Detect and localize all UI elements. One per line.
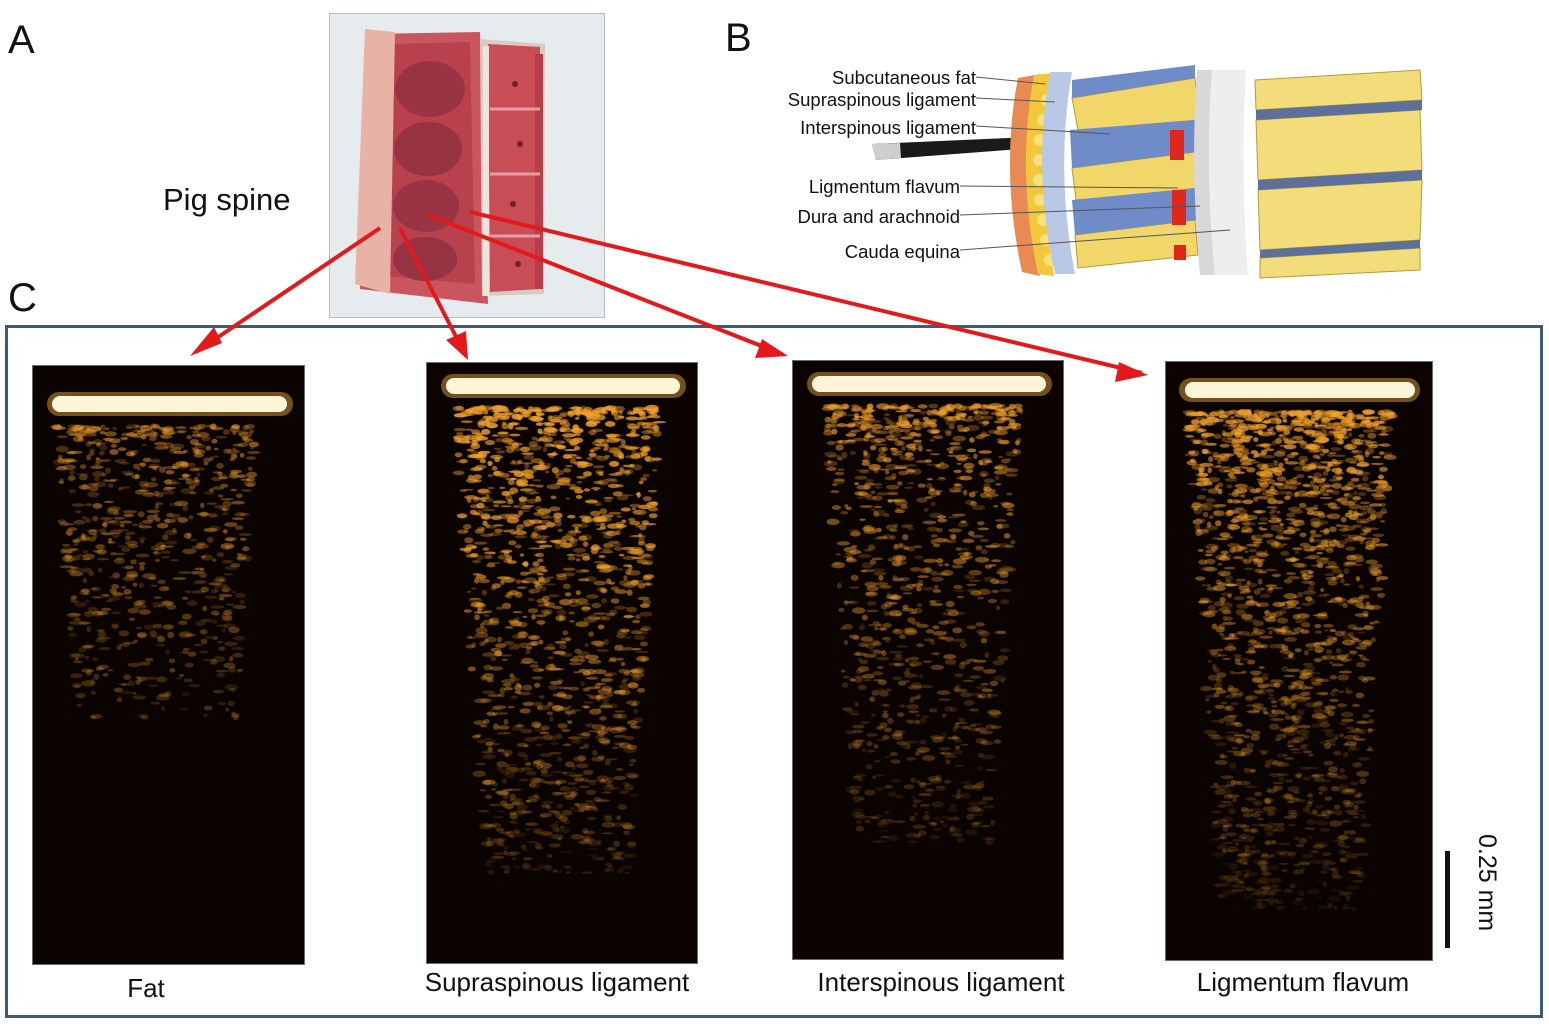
oct-image-fat [32, 365, 305, 965]
oct-label-ligmentum-flavum: Ligmentum flavum [1196, 967, 1410, 997]
anatomy-label-subcutaneous-fat: Subcutaneous fat [832, 67, 976, 88]
anatomy-label-ligmentum-flavum: Ligmentum flavum [808, 176, 960, 197]
anatomy-label-interspinous-ligament: Interspinous ligament [800, 117, 976, 138]
oct-speckle [33, 366, 304, 964]
pig-spine-label: Pig spine [163, 182, 291, 217]
scale-bar [1445, 851, 1450, 948]
oct-speckle [1166, 362, 1432, 960]
scale-bar-label: 0.25 mm [1473, 834, 1501, 932]
oct-image-ligmentum-flavum [1165, 361, 1433, 961]
oct-label-fat: Fat [127, 973, 165, 1003]
oct-speckle [793, 361, 1063, 959]
panel-label-b: B [725, 16, 752, 60]
anatomy-label-dura-and-arachnoid: Dura and arachnoid [797, 206, 961, 227]
oct-image-supraspinous-ligament [426, 362, 698, 964]
oct-label-interspinous-ligament: Interspinous ligament [817, 967, 1065, 997]
oct-image-interspinous-ligament [792, 360, 1064, 960]
panel-label-a: A [8, 18, 35, 62]
oct-speckle [427, 363, 697, 963]
pig-spine-photo [329, 13, 605, 318]
panel-label-c: C [8, 276, 37, 320]
oct-label-supraspinous-ligament: Supraspinous ligament [424, 967, 690, 997]
anatomy-label-cauda-equina: Cauda equina [844, 241, 960, 262]
anatomy-label-supraspinous-ligament: Supraspinous ligament [787, 89, 976, 110]
